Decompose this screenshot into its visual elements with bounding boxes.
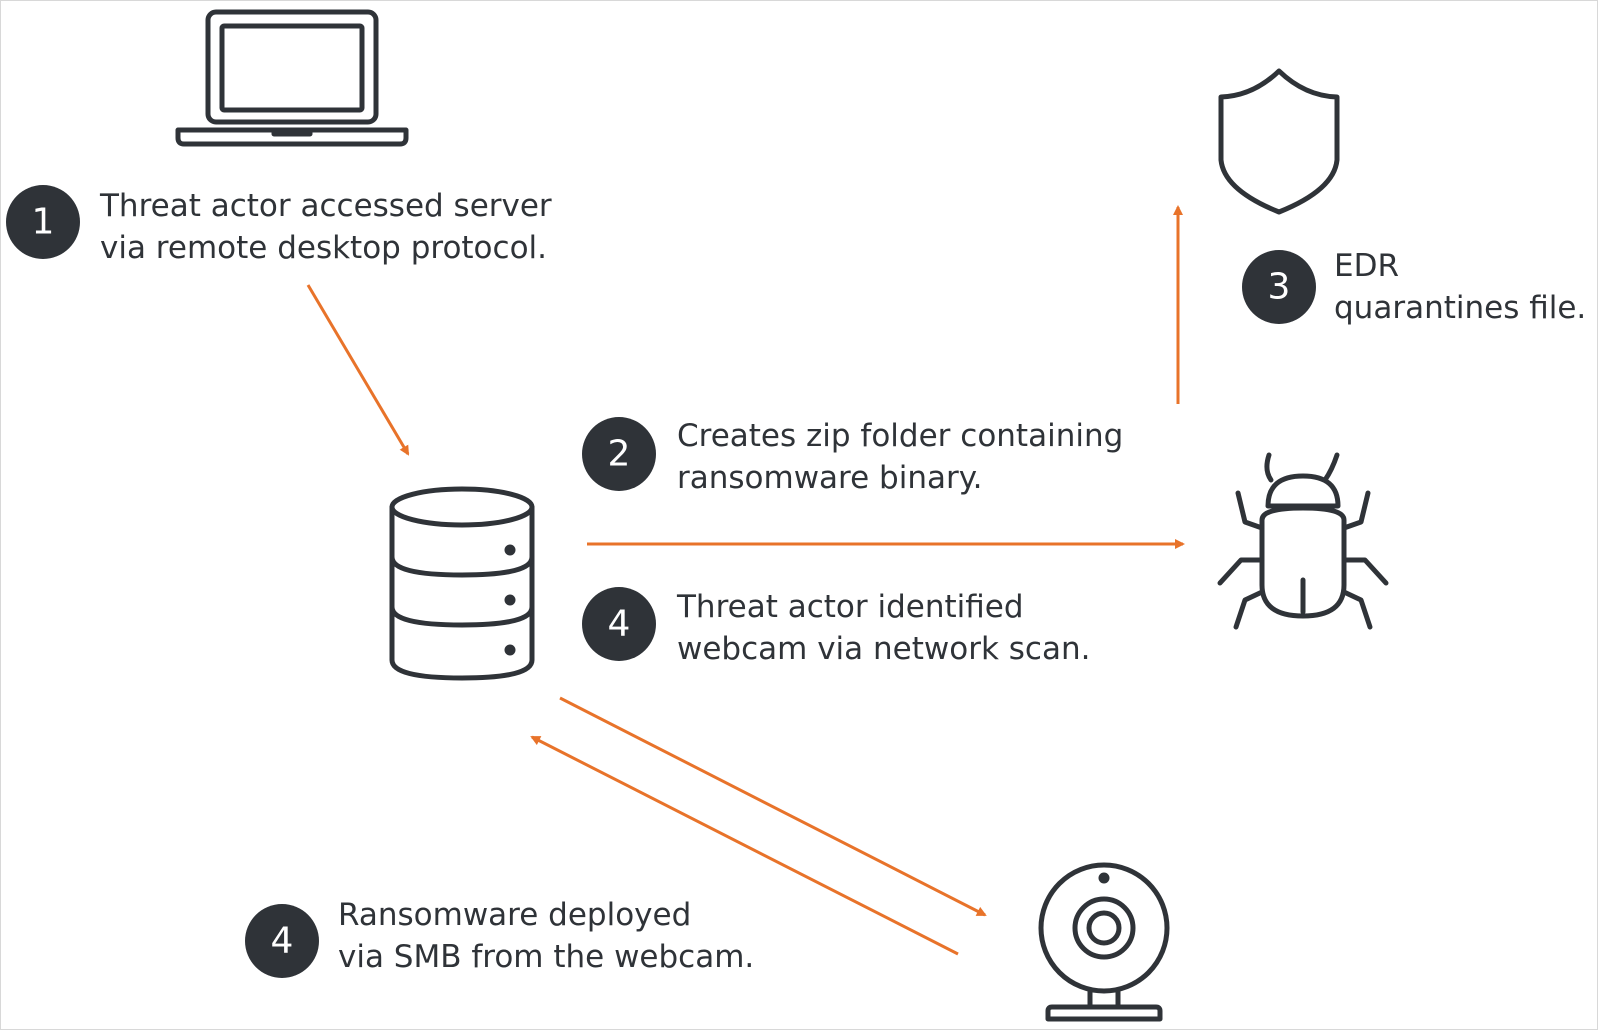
step-4-ransomware-deployed: 4 Ransomware deployed via SMB from the w… xyxy=(245,897,754,978)
step-text-line2: quarantines file. xyxy=(1334,290,1586,326)
arrow-webcam-to-server xyxy=(530,735,959,956)
step-3: 3 EDR quarantines file. xyxy=(1242,248,1586,326)
shield-icon xyxy=(1218,68,1340,215)
step-text-line2: via remote desktop protocol. xyxy=(100,230,547,266)
step-number: 4 xyxy=(271,921,294,962)
step-badge xyxy=(582,417,656,491)
step-2: 2 Creates zip folder containing ransomwa… xyxy=(582,417,1123,496)
arrow-server-to-webcam xyxy=(559,696,987,917)
step-number: 3 xyxy=(1268,267,1291,308)
arrow-laptop-to-server xyxy=(306,284,410,456)
step-text-line2: via SMB from the webcam. xyxy=(338,939,754,975)
step-text-line1: Ransomware deployed xyxy=(338,897,691,933)
step-text-line1: Creates zip folder containing xyxy=(677,418,1123,454)
step-4-network-scan: 4 Threat actor identified webcam via net… xyxy=(582,587,1090,667)
step-badge xyxy=(245,904,319,978)
webcam-icon xyxy=(1038,862,1170,1022)
bug-icon xyxy=(1217,452,1389,630)
step-text-line1: Threat actor identified xyxy=(676,589,1024,625)
laptop-icon xyxy=(175,9,409,147)
step-number: 4 xyxy=(608,604,631,645)
step-1: 1 Threat actor accessed server via remot… xyxy=(6,185,552,266)
step-badge xyxy=(6,185,80,259)
database-server-icon xyxy=(389,486,535,681)
step-text-line1: Threat actor accessed server xyxy=(99,188,552,224)
step-badge xyxy=(1242,250,1316,324)
step-number: 1 xyxy=(32,202,55,243)
step-text-line2: webcam via network scan. xyxy=(677,631,1090,667)
step-number: 2 xyxy=(608,434,631,475)
step-text-line2: ransomware binary. xyxy=(677,460,983,496)
step-text-line1: EDR xyxy=(1334,248,1399,284)
step-badge xyxy=(582,587,656,661)
